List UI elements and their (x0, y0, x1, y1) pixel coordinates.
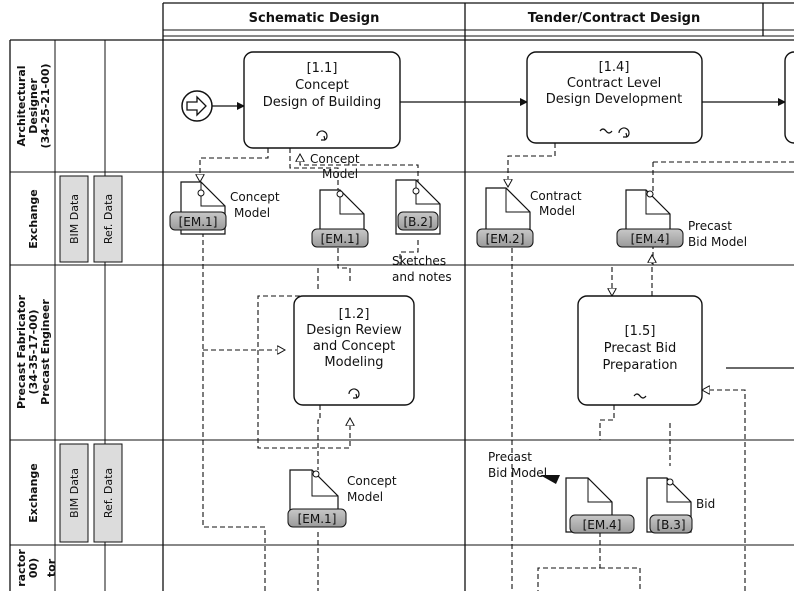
svg-text:[EM.1]: [EM.1] (179, 215, 218, 229)
flow-em1a-down (202, 232, 266, 591)
adhoc-loop-marker-icon (599, 127, 630, 138)
flow-1-1-to-em1b (289, 148, 339, 190)
flow-1-4-to-em2 (508, 143, 556, 187)
loop-marker-icon (348, 388, 360, 399)
flow-em1b-to-1-2 (337, 248, 351, 282)
svg-text:[EM.1]: [EM.1] (321, 232, 360, 246)
ref-data-label-bottom: Ref. Data (102, 468, 115, 518)
flow-1-1-to-em1a (200, 148, 269, 182)
bim-data-label-bottom: BIM Data (68, 468, 81, 518)
loop-marker-icon (316, 130, 328, 141)
svg-text:Concept: Concept (310, 152, 360, 166)
svg-text:Design Review: Design Review (306, 323, 402, 338)
document-em1-concept-model-c: [EM.1] Concept Model (287, 469, 397, 528)
lane-label-exchange-bottom: Exchange (27, 463, 40, 523)
svg-text:Concept: Concept (295, 78, 349, 93)
dashed-flows (200, 143, 794, 591)
flow-em4-to-1-5 (612, 244, 654, 296)
svg-text:Bid Model: Bid Model (688, 235, 747, 249)
svg-text:Contract Level: Contract Level (567, 76, 661, 91)
document-em1-concept-model-b: [EM.1] Concept Model (310, 152, 369, 248)
svg-text:00): 00) (27, 558, 40, 578)
svg-text:tor: tor (45, 558, 58, 577)
phase-header-schematic: Schematic Design (249, 11, 380, 26)
document-b3-bid: [B.3] Bid (646, 477, 715, 534)
bim-data-label-top: BIM Data (68, 194, 81, 244)
svg-text:Model: Model (234, 206, 270, 220)
svg-text:Preparation: Preparation (602, 358, 677, 373)
svg-text:(34-25-21-00): (34-25-21-00) (39, 64, 52, 149)
svg-text:[1.5]: [1.5] (625, 324, 656, 339)
bim-data-box-top (59, 175, 89, 263)
svg-text:Precast: Precast (488, 450, 532, 464)
process-1-4: [1.4] Contract Level Design Development (526, 51, 703, 144)
flow-1-5-down (599, 405, 615, 440)
process-1-2: [1.2] Design Review and Concept Modeling (293, 295, 415, 406)
svg-text:Bid: Bid (696, 497, 715, 511)
svg-text:Architectural: Architectural (15, 65, 28, 146)
svg-text:ractor: ractor (15, 549, 28, 587)
lane-label-architect: Architectural Designer (34-25-21-00) (15, 64, 52, 149)
flow-b2-to-1-2 (317, 240, 419, 290)
flow-em4b-down (537, 532, 601, 591)
svg-text:[EM.4]: [EM.4] (631, 232, 670, 246)
solid-flows (212, 98, 794, 369)
svg-text:Precast Fabricator: Precast Fabricator (15, 294, 28, 409)
svg-text:Precast Engineer: Precast Engineer (39, 299, 52, 405)
svg-text:[EM.4]: [EM.4] (583, 518, 622, 532)
svg-text:Concept: Concept (230, 190, 280, 204)
bim-data-box-bottom (59, 443, 89, 543)
lane-label-precast: Precast Fabricator (34-35-17-00) Precast… (15, 294, 52, 409)
start-event (181, 90, 213, 122)
process-1-5: [1.5] Precast Bid Preparation (577, 295, 703, 406)
lane-label-contractor: ractor 00) tor (15, 549, 58, 587)
svg-text:and notes: and notes (392, 270, 452, 284)
svg-text:(34-35-17-00): (34-35-17-00) (27, 310, 40, 395)
ref-data-box-top (93, 175, 123, 263)
document-b2-sketches: [B.2] Sketches and notes (392, 179, 452, 284)
svg-text:[1.4]: [1.4] (599, 60, 630, 75)
svg-text:[1.2]: [1.2] (339, 307, 370, 322)
document-em2-contract-model: [EM.2] Contract Model (476, 187, 582, 248)
svg-text:Model: Model (347, 490, 383, 504)
document-em4-precast-bid-model-b: [EM.4] Precast Bid Model (488, 450, 635, 534)
flow-em4b-down-2 (600, 567, 641, 591)
ref-data-label-top: Ref. Data (102, 194, 115, 244)
svg-text:[B.2]: [B.2] (403, 215, 432, 229)
svg-text:Model: Model (539, 204, 575, 218)
phase-header-tender: Tender/Contract Design (528, 11, 700, 26)
flow-1-2-to-em1c (317, 405, 321, 470)
process-next-partial (784, 51, 794, 144)
svg-text:and Concept: and Concept (313, 339, 395, 354)
adhoc-marker-icon (633, 393, 647, 399)
svg-text:Modeling: Modeling (324, 355, 383, 370)
svg-text:[1.1]: [1.1] (307, 61, 338, 76)
ref-data-box-bottom (93, 443, 123, 543)
svg-text:Designer: Designer (27, 78, 40, 134)
svg-text:Concept: Concept (347, 474, 397, 488)
process-1-1: [1.1] Concept Design of Building (243, 51, 401, 149)
svg-text:[B.3]: [B.3] (656, 518, 685, 532)
svg-text:[EM.2]: [EM.2] (486, 232, 525, 246)
svg-text:Bid Model: Bid Model (488, 466, 547, 480)
document-em4-precast-bid-model-a: [EM.4] Precast Bid Model (616, 189, 747, 249)
svg-text:Design of Building: Design of Building (263, 95, 381, 110)
svg-text:Design Development: Design Development (546, 92, 683, 107)
svg-text:Model: Model (322, 167, 358, 181)
svg-text:Sketches: Sketches (392, 254, 446, 268)
flow-right-loop (702, 390, 746, 591)
svg-text:Precast: Precast (688, 219, 732, 233)
lane-label-exchange-top: Exchange (27, 189, 40, 249)
flow-loop-1-2 (257, 295, 350, 449)
svg-text:Contract: Contract (530, 189, 582, 203)
svg-text:Precast Bid: Precast Bid (604, 341, 677, 356)
document-em1-concept-model-a: [EM.1] Concept Model (169, 181, 280, 235)
svg-text:[EM.1]: [EM.1] (298, 512, 337, 526)
